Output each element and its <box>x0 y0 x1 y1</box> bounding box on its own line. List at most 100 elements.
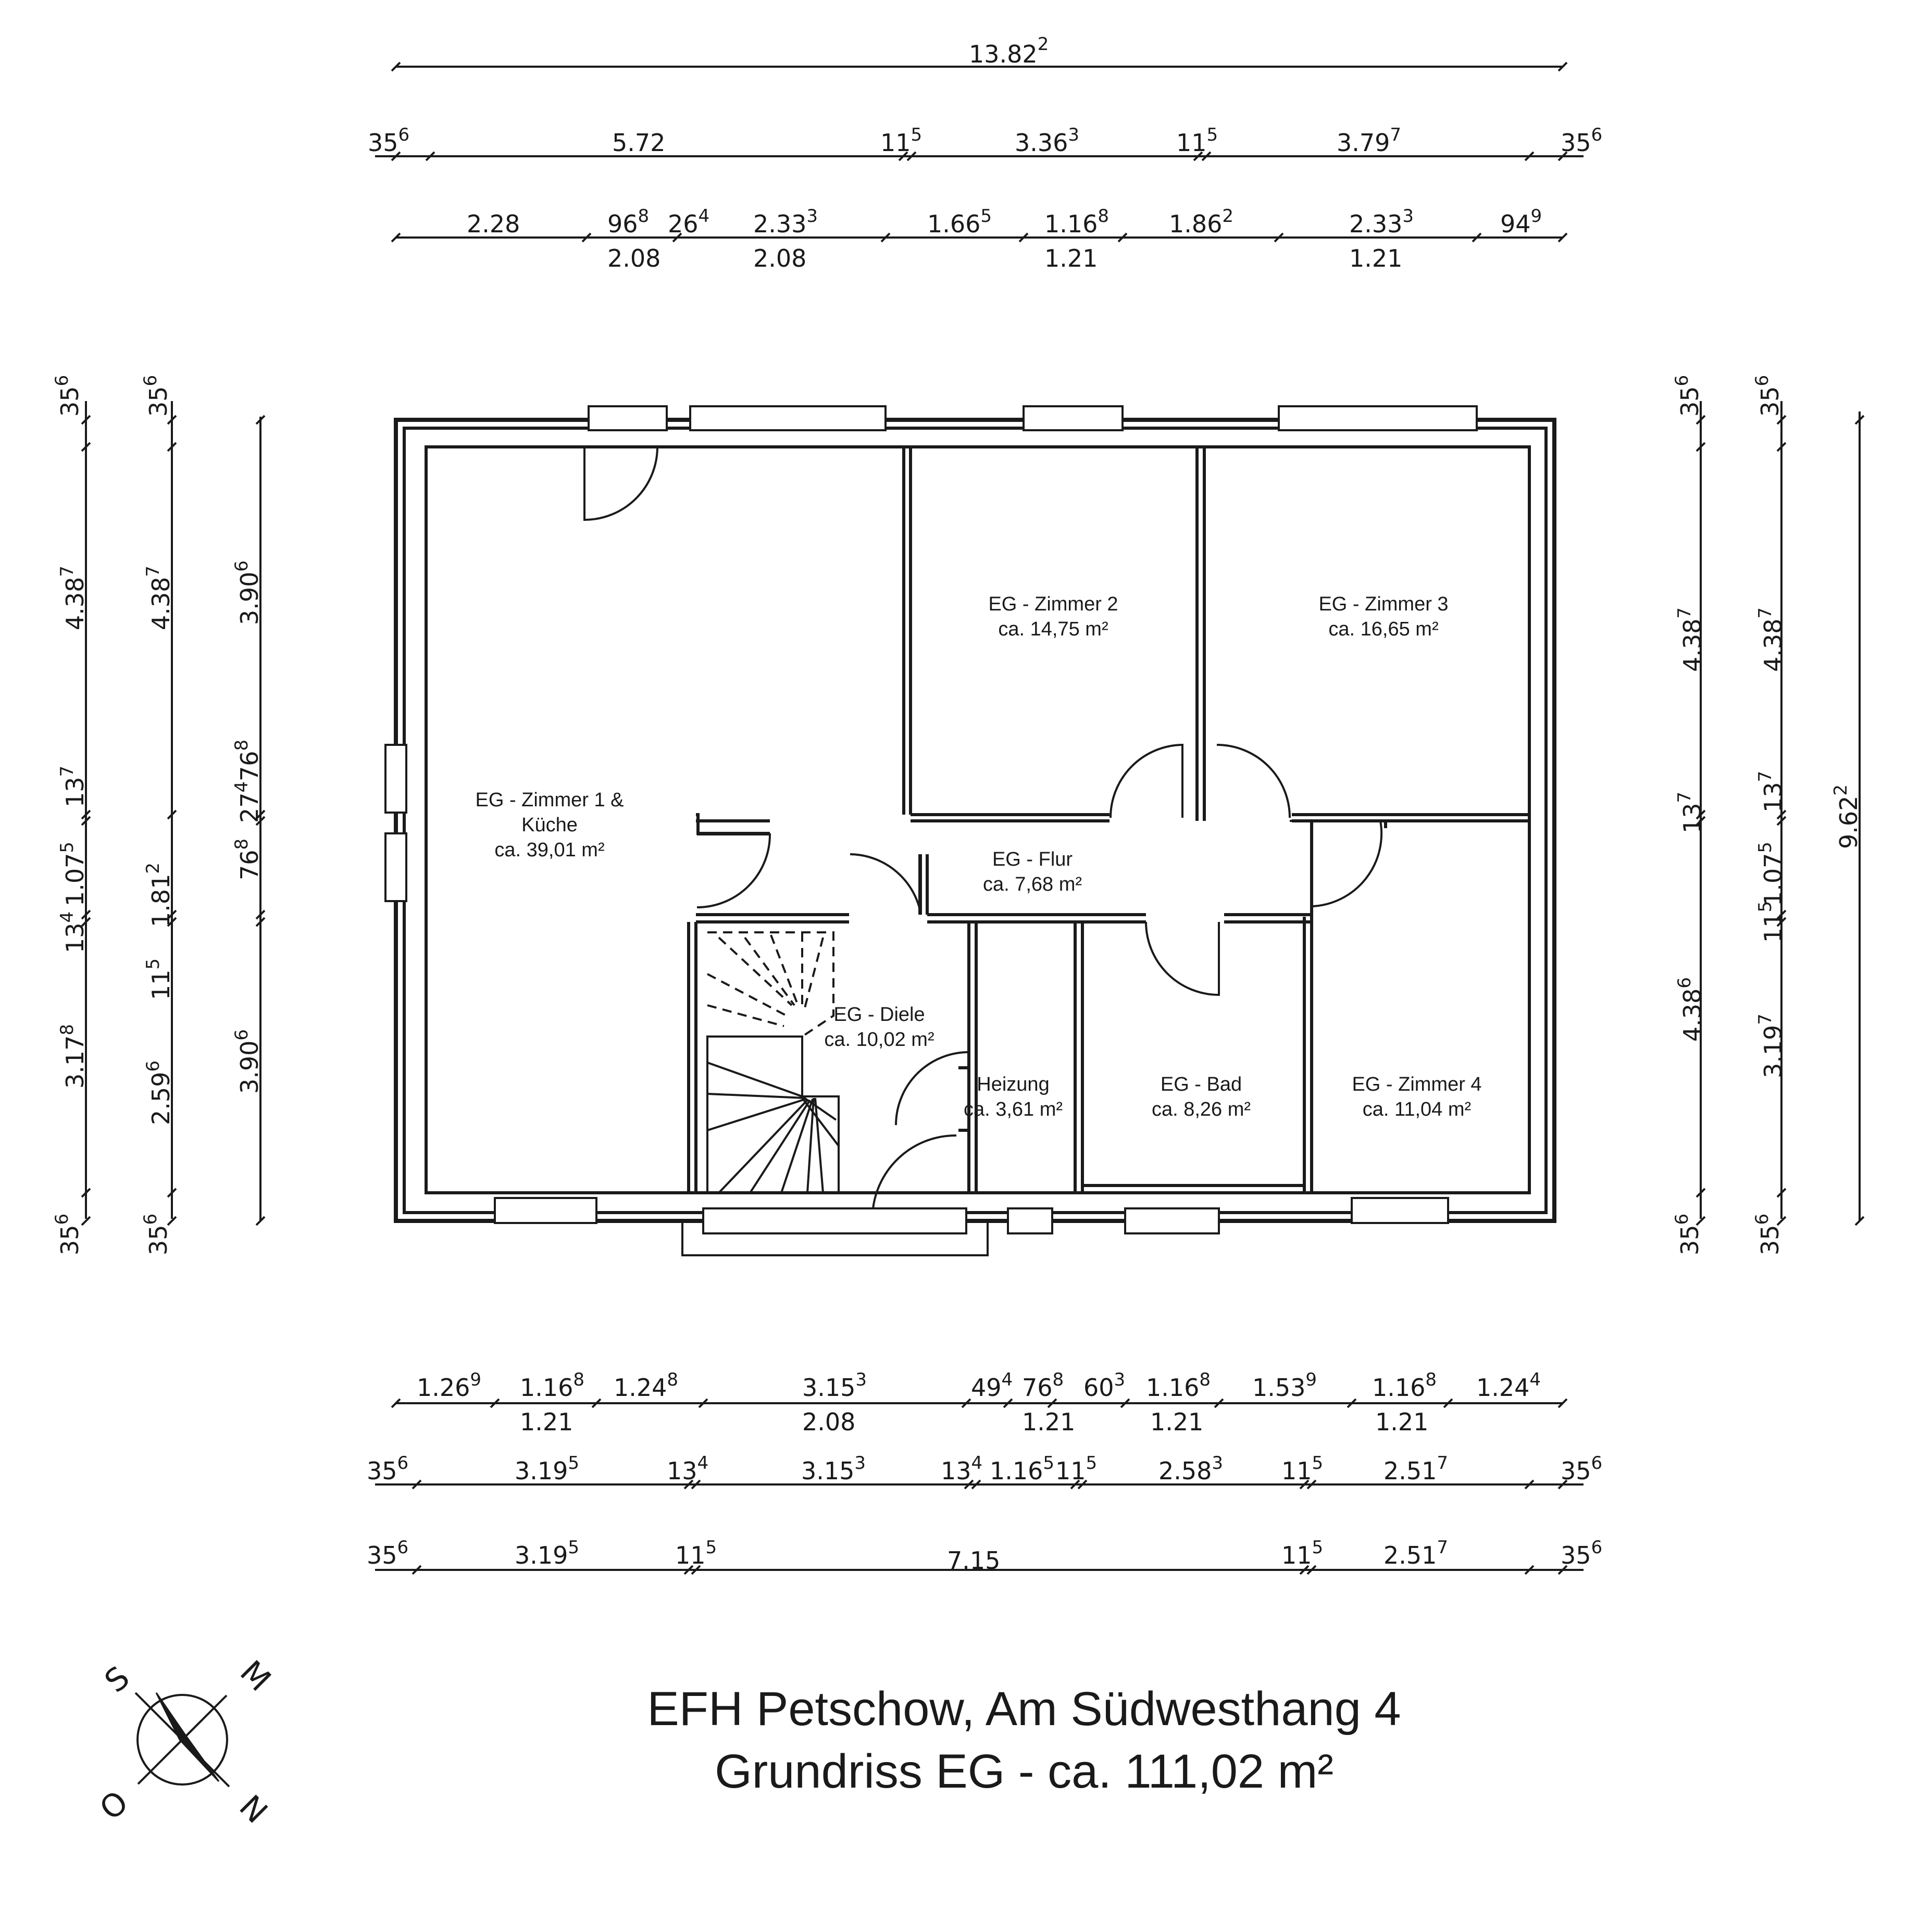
dim-bot-r3-2: 115 <box>675 1537 717 1569</box>
dim-right-c2-4: 115 <box>1755 901 1787 943</box>
dim-top-r2-7-under: 1.21 <box>1349 244 1402 272</box>
dim-bot-r3-3: 7.15 <box>947 1546 1000 1575</box>
dim-bot-r2-2: 134 <box>667 1453 708 1485</box>
dim-left-c2-1: 4.387 <box>143 566 175 630</box>
dim-top-r2-3-under: 2.08 <box>753 244 806 272</box>
dim-bot-r1-0: 1.269 <box>417 1369 481 1402</box>
dim-left-c2-3: 115 <box>143 958 175 1000</box>
dim-top-r2-2: 264 <box>668 206 709 238</box>
heizung-area: ca. 3,61 m² <box>964 1099 1063 1120</box>
dim-bot-r3-1: 3.195 <box>515 1537 579 1569</box>
dim-bot-r2-9: 2.517 <box>1383 1453 1448 1485</box>
dim-right-c1-0: 356 <box>1672 375 1704 417</box>
room-labels: EG - Zimmer 1 & Küche ca. 39,01 m² EG - … <box>475 593 1481 1120</box>
diele-area: ca. 10,02 m² <box>824 1029 934 1051</box>
dim-left-c1-0: 356 <box>52 375 84 417</box>
dim-top-r1-0: 356 <box>368 124 409 157</box>
dim-left-c1-2: 137 <box>57 766 89 807</box>
dim-top-r1-2: 115 <box>880 124 922 157</box>
dim-bot-r1-3: 3.153 <box>802 1369 867 1402</box>
dim-left-c1-6: 356 <box>52 1214 84 1255</box>
dim-bot-r1-3-under: 2.08 <box>802 1408 855 1436</box>
compass-m: M <box>233 1654 278 1699</box>
plan-title-line1: EFH Petschow, Am Südwesthang 4 <box>647 1682 1401 1736</box>
room-1-area: ca. 39,01 m² <box>494 839 604 861</box>
plan-title-line2: Grundriss EG - ca. 111,02 m² <box>715 1745 1333 1798</box>
dim-bot-r3-0: 356 <box>367 1537 408 1569</box>
dim-top-r1-4: 115 <box>1176 124 1218 157</box>
dimension-ticks <box>81 61 1865 1575</box>
dim-bot-r1-8: 1.539 <box>1252 1369 1317 1402</box>
room-4-name: EG - Zimmer 4 <box>1352 1074 1481 1095</box>
dim-top-r2-7: 2.333 <box>1349 206 1414 238</box>
dim-top-r2-5: 1.168 <box>1044 206 1109 238</box>
dim-top-r2-6: 1.862 <box>1169 206 1233 238</box>
dim-left-c3-4: 3.906 <box>231 1029 264 1094</box>
dim-bot-r1-2: 1.248 <box>614 1369 678 1402</box>
bad-name: EG - Bad <box>1161 1074 1242 1095</box>
bottom-dimensions: 1.269 1.168 1.21 1.248 3.153 2.08 494 76… <box>367 1369 1602 1575</box>
dim-right-total: 9.622 <box>1830 784 1863 849</box>
dim-left-c2-0: 356 <box>140 375 172 417</box>
room-3-name: EG - Zimmer 3 <box>1318 593 1448 615</box>
dim-left-c1-4: 134 <box>57 912 89 953</box>
dim-left-c3-3: 768 <box>231 839 264 880</box>
dim-right-c1-2: 137 <box>1674 792 1706 833</box>
dim-bot-r1-7-under: 1.21 <box>1150 1408 1203 1436</box>
dim-right-c1-3: 4.386 <box>1674 977 1706 1042</box>
dim-left-c1-5: 3.178 <box>57 1024 89 1089</box>
dim-top-r1-5: 3.797 <box>1337 124 1401 157</box>
dim-right-c2-3: 1.075 <box>1755 842 1787 906</box>
dim-top-r2-1: 968 <box>607 206 649 238</box>
dim-bot-r2-6: 115 <box>1055 1453 1097 1485</box>
dim-top-r2-4: 1.665 <box>927 206 992 238</box>
room-1-name-line2: Küche <box>521 814 578 836</box>
dim-right-c2-2: 137 <box>1755 771 1787 813</box>
dim-bot-r2-7: 2.583 <box>1158 1453 1223 1485</box>
room-2-name: EG - Zimmer 2 <box>988 593 1118 615</box>
dim-left-c2-5: 356 <box>140 1214 172 1255</box>
dim-bot-r2-8: 115 <box>1281 1453 1323 1485</box>
dim-bot-r1-9: 1.168 <box>1372 1369 1437 1402</box>
staircase <box>706 931 840 1194</box>
dim-top-r2-0: 2.28 <box>467 210 520 238</box>
dim-bot-r3-4: 115 <box>1281 1537 1323 1569</box>
dim-top-r2-1-under: 2.08 <box>607 244 660 272</box>
windows <box>384 405 1478 1234</box>
compass-o: O <box>93 1784 135 1828</box>
dim-top-total: 13.822 <box>969 34 1049 68</box>
dim-left-c1-1: 4.387 <box>57 566 89 630</box>
building-walls <box>394 418 1556 1256</box>
dim-right-c2-6: 356 <box>1752 1214 1784 1255</box>
dim-bot-r3-6: 356 <box>1561 1537 1602 1569</box>
dim-left-c2-2: 1.812 <box>143 863 175 927</box>
dim-left-c2-4: 2.596 <box>143 1060 175 1125</box>
dim-bot-r3-5: 2.517 <box>1383 1537 1448 1569</box>
dim-right-c2-5: 3.197 <box>1755 1014 1787 1078</box>
dim-right-c2-0: 356 <box>1752 375 1784 417</box>
dim-left-c3-2: 768 <box>231 740 264 781</box>
compass-s: S <box>98 1659 136 1700</box>
room-3-area: ca. 16,65 m² <box>1328 618 1438 640</box>
dim-top-r2-3: 2.333 <box>753 206 818 238</box>
compass-icon: S M O N <box>93 1654 278 1831</box>
flur-area: ca. 7,68 m² <box>983 873 1082 895</box>
flur-name: EG - Flur <box>992 848 1073 870</box>
dim-bot-r1-5: 768 <box>1022 1369 1064 1402</box>
dim-bot-r1-1-under: 1.21 <box>520 1408 573 1436</box>
dim-right-c1-4: 356 <box>1672 1214 1704 1255</box>
dim-bot-r2-3: 3.153 <box>801 1453 866 1485</box>
dim-bot-r2-4: 134 <box>941 1453 982 1485</box>
left-dimensions: 356 4.387 137 1.075 134 3.178 356 356 4.… <box>52 375 264 1255</box>
heizung-name: Heizung <box>977 1074 1049 1095</box>
dim-left-c3-0: 3.906 <box>231 560 264 625</box>
dim-bot-r1-7: 1.168 <box>1146 1369 1211 1402</box>
room-4-area: ca. 11,04 m² <box>1363 1099 1471 1120</box>
dim-top-r1-1: 5.72 <box>612 129 665 157</box>
diele-name: EG - Diele <box>833 1004 925 1026</box>
dim-top-r1-3: 3.363 <box>1015 124 1079 157</box>
dim-left-c3-1: 274 <box>231 781 264 823</box>
dim-bot-r2-0: 356 <box>367 1453 408 1485</box>
compass-n: N <box>232 1788 275 1830</box>
